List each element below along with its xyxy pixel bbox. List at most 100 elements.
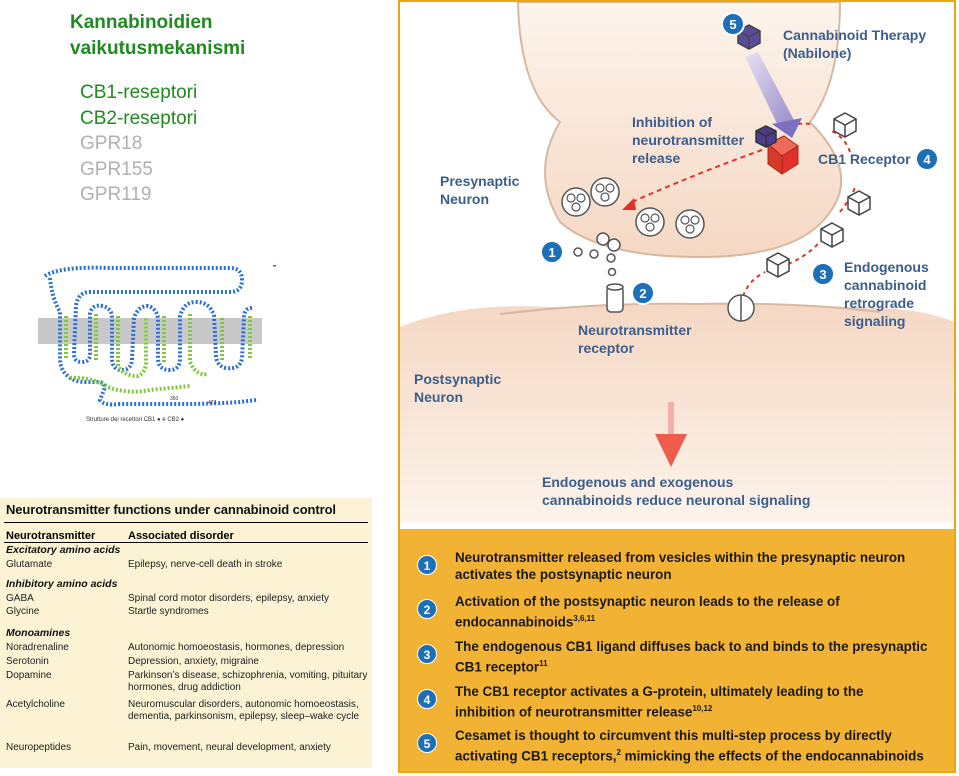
postsynaptic-label-line2: Neuron [414, 389, 463, 405]
legend-citation: 2 [616, 748, 621, 757]
table-title: Neurotransmitter functions under cannabi… [6, 502, 336, 517]
legend-citation: 11 [539, 659, 548, 668]
therapy-beam [745, 52, 795, 130]
page-title: Kannabinoidien vaikutusmekanismi [70, 10, 370, 62]
legend-number: 1 [417, 555, 437, 575]
step-number-1: 1 [548, 245, 555, 260]
table-category: Excitatory amino acids [6, 544, 121, 556]
diagram-bottom-fade [400, 522, 954, 529]
legend-line: The endogenous CB1 ligand diffuses back … [455, 639, 928, 654]
vesicles [561, 177, 705, 239]
table-cell-neurotransmitter: Serotonin [6, 656, 49, 667]
legend-text: Activation of the postsynaptic neuron le… [455, 593, 945, 630]
table-cell-neurotransmitter: Acetylcholine [6, 699, 65, 710]
table-header-disorder: Associated disorder [128, 530, 234, 542]
therapy-label-line1: Cannabinoid Therapy [783, 27, 926, 43]
legend-line-text-cont: mimicking the effects of the endocannabi… [620, 748, 924, 764]
table-header-neurotransmitter: Neurotransmitter [6, 530, 96, 542]
receptor-item-gpr18: GPR18 [80, 133, 143, 154]
legend-line: The CB1 receptor activates a G-protein, … [455, 684, 864, 699]
figure-caption: Strutture dei recettori CB1 ● e CB2 ● [86, 417, 185, 423]
cb1-receptor-label: CB1 Receptor [818, 151, 911, 167]
presynaptic-label-line2: Neuron [440, 191, 489, 207]
legend-line-text: endocannabinoids [455, 614, 574, 630]
reduce-label-line2: cannabinoids reduce neuronal signaling [542, 492, 810, 508]
neurotransmitter-table: Neurotransmitter functions under cannabi… [0, 498, 372, 768]
table-cell-neurotransmitter: Glycine [6, 606, 40, 617]
legend-line-text: inhibition of neurotransmitter release [455, 704, 693, 720]
signal-arrow-head [655, 434, 687, 467]
receptor-label-line2: receptor [578, 340, 635, 356]
endogenous-label-line2: cannabinoid [844, 277, 926, 293]
table-category: Inhibitory amino acids [6, 578, 118, 590]
legend-citation: 10,12 [692, 704, 713, 713]
table-cell-disorder: Spinal cord motor disorders, epilepsy, a… [128, 593, 330, 604]
table-cell-disorder: Startle syndromes [128, 606, 209, 617]
table-cell-disorder: Parkinson’s disease, schizophrenia, vomi… [128, 670, 368, 693]
receptor-structure-figure: 360 472 [38, 265, 276, 407]
table-cell-disorder: Epilepsy, nerve-cell death in stroke [128, 559, 283, 570]
legend-line: activating CB1 receptors,2 mimicking the… [455, 744, 945, 764]
endogenous-label-line1: Endogenous [844, 259, 929, 275]
therapy-label-line2: (Nabilone) [783, 45, 851, 61]
inhibition-label-line2: neurotransmitter [632, 132, 745, 148]
legend-line: CB1 receptor11 [455, 655, 945, 675]
steps-legend: 1 Neurotransmitter released from vesicle… [400, 529, 954, 771]
table-cell-neurotransmitter: Neuropeptides [6, 742, 72, 753]
receptor-label-line1: Neurotransmitter [578, 322, 692, 338]
legend-line: Activation of the postsynaptic neuron le… [455, 594, 840, 609]
table-cell-neurotransmitter: GABA [6, 593, 34, 604]
released-neurotransmitter [573, 232, 621, 277]
inhibition-label-line3: release [632, 150, 680, 166]
receptor-item-gpr155: GPR155 [80, 158, 153, 180]
step-number-4: 4 [923, 152, 931, 167]
table-cell-neurotransmitter: Noradrenaline [6, 642, 69, 653]
table-cell-disorder: Neuromuscular disorders, autonomic homoe… [128, 699, 360, 722]
table-rule-top [4, 522, 368, 523]
receptor-item-gpr119: GPR119 [80, 184, 152, 205]
legend-text: The CB1 receptor activates a G-protein, … [455, 683, 945, 720]
legend-number: 3 [417, 644, 437, 664]
receptor-list: CB1-reseptori CB2-reseptori GPR18 GPR155… [80, 80, 320, 208]
legend-line: Neurotransmitter released from vesicles … [455, 550, 906, 565]
table-cell-disorder: Autonomic homoeostasis, hormones, depres… [128, 642, 345, 653]
legend-number: 4 [417, 689, 437, 709]
legend-line-text: activating CB1 receptors, [455, 748, 617, 764]
step-number-5: 5 [729, 17, 736, 32]
step-number-2: 2 [639, 286, 646, 301]
legend-number: 2 [417, 599, 437, 619]
postsynaptic-neuron [400, 304, 954, 529]
neurotransmitter-receptor-shape [606, 283, 624, 313]
table-cell-neurotransmitter: Dopamine [6, 670, 52, 681]
cb1-chain [43, 265, 257, 407]
legend-text: Cesamet is thought to circumvent this mu… [455, 727, 945, 764]
legend-line: Cesamet is thought to circumvent this mu… [455, 728, 892, 743]
reduce-label-line1: Endogenous and exogenous [542, 474, 734, 490]
legend-number: 5 [417, 733, 437, 753]
table-rule-header [4, 542, 368, 543]
residue-label-a: 360 [170, 396, 179, 402]
step-number-3: 3 [819, 267, 826, 282]
therapy-arrow-head [772, 118, 802, 138]
step-markers: 5 4 1 2 3 [540, 12, 939, 305]
synapse-diagram: 5 4 1 2 3 Cannabinoid Therapy (Nabilone)… [400, 2, 954, 529]
postsynaptic-label-line1: Postsynaptic [414, 371, 501, 387]
table-cell-disorder: Depression, anxiety, migraine [128, 656, 259, 667]
legend-line-text: CB1 receptor [455, 659, 540, 675]
membrane-band [38, 318, 262, 344]
postsynaptic-membrane [499, 302, 881, 315]
legend-line: activates the postsynaptic neuron [455, 567, 672, 582]
table-category: Monoamines [6, 627, 71, 639]
inhibition-arrow [631, 149, 763, 203]
figure-marker [273, 265, 276, 267]
inhibition-label-line1: Inhibition of [632, 114, 712, 130]
table-cell-disorder: Pain, movement, neural development, anxi… [128, 742, 331, 753]
legend-line: inhibition of neurotransmitter release10… [455, 700, 945, 720]
title-line-2: vaikutusmekanismi [70, 38, 246, 59]
title-line-1: Kannabinoidien [70, 12, 213, 33]
cb2-chain [64, 314, 252, 394]
legend-text: Neurotransmitter released from vesicles … [455, 549, 945, 583]
endogenous-label-line4: signaling [844, 313, 905, 329]
receptor-item-cb2: CB2-reseptori [80, 107, 198, 129]
bound-nabilone-cube [755, 125, 777, 148]
